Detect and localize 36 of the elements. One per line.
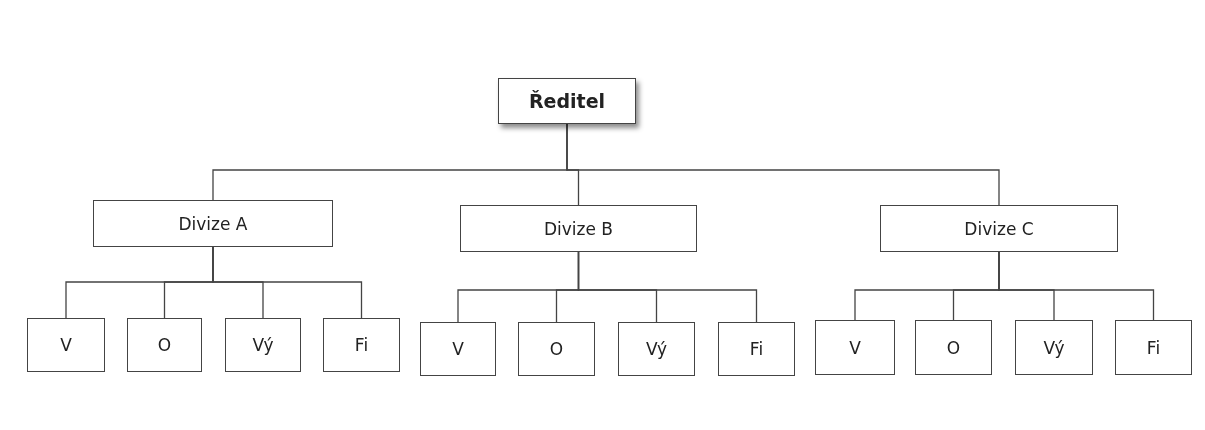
node-label: Fi: [354, 335, 369, 355]
node-label: O: [946, 337, 961, 358]
department-box: [718, 322, 795, 376]
division-box: [460, 205, 697, 252]
connector-line: [998, 251, 1155, 321]
division-box: [880, 205, 1118, 252]
node-label: Fi: [749, 339, 764, 359]
department-box: [915, 320, 992, 375]
node-label: O: [157, 335, 172, 355]
department-box: [815, 320, 895, 375]
connector-line: [566, 123, 1000, 206]
node-label: Fi: [1146, 337, 1161, 358]
node-label: Divize B: [543, 218, 613, 239]
node-label: Ředitel: [528, 90, 606, 112]
department-box: [420, 322, 496, 376]
node-label: Vý: [1043, 337, 1065, 358]
department-box: [618, 322, 695, 376]
division-box: [93, 200, 333, 247]
department-box: [1015, 320, 1093, 375]
department-box: [323, 318, 400, 372]
node-label: Divize A: [178, 213, 248, 234]
connector-line: [212, 246, 363, 319]
connector-line: [577, 251, 758, 323]
department-box: [225, 318, 301, 372]
node-label: V: [849, 337, 861, 358]
node-label: Divize C: [964, 218, 1034, 239]
node-label: V: [452, 339, 464, 359]
department-box: [127, 318, 202, 372]
department-box: [27, 318, 105, 372]
node-label: V: [60, 335, 72, 355]
node-label: Vý: [252, 335, 274, 355]
node-label: O: [549, 339, 564, 359]
department-box: [518, 322, 595, 376]
department-box: [1115, 320, 1192, 375]
node-label: Vý: [645, 339, 668, 359]
director-box: [498, 78, 636, 124]
